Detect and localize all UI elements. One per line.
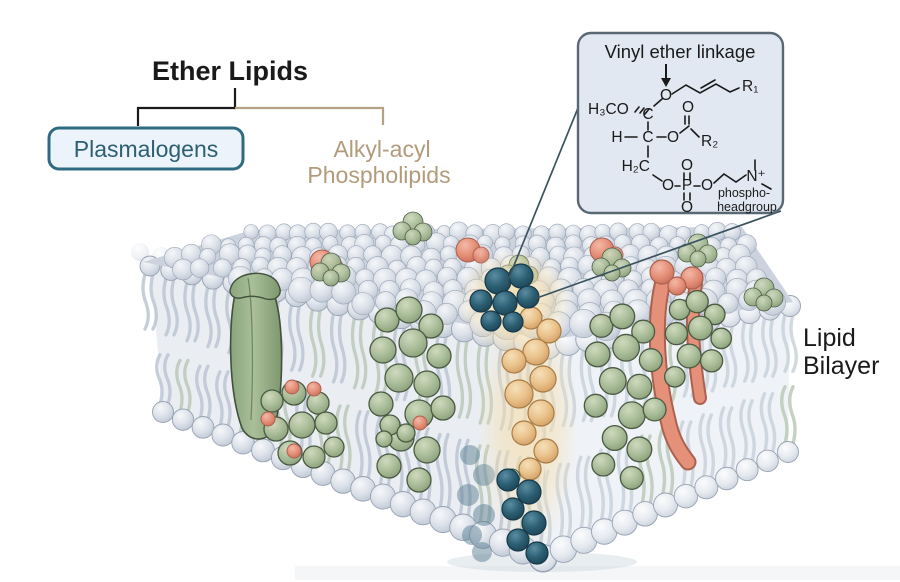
- atom-c1: C: [642, 106, 653, 123]
- green-membrane-protein: [229, 272, 283, 440]
- atom-ester-o: O: [667, 129, 679, 146]
- atom-r1: R₁: [742, 78, 758, 95]
- tree-branch-right: [235, 106, 385, 125]
- atom-o-bottom: O: [681, 199, 693, 216]
- alkyl-acyl-label-line1: Alkyl-acyl: [333, 136, 430, 162]
- atom-o-bridge2: O: [701, 177, 713, 194]
- lipid-bilayer-label-line1: Lipid: [803, 324, 856, 352]
- connector-line-right: [533, 210, 782, 300]
- lipid-bilayer-illustration: [131, 211, 900, 580]
- alkyl-acyl-label-line2: Phospholipids: [307, 162, 450, 188]
- atom-o-bridge1: O: [662, 177, 674, 194]
- atom-r2: R₂: [701, 133, 718, 150]
- lipid-bilayer-label-line2: Bilayer: [803, 352, 879, 380]
- highlighted-plasmalogen-lipid: [457, 250, 578, 565]
- bond-lines: [624, 79, 772, 201]
- atom-o-top: O: [681, 157, 693, 174]
- green-lipid-cluster-d: [663, 289, 733, 388]
- ether-lipids-tree: Ether Lipids Plasmalogens Alkyl-acyl Pho…: [47, 56, 451, 188]
- green-lipid-cluster-b: [583, 303, 667, 490]
- page-title: Ether Lipids: [152, 56, 308, 86]
- atom-n: N⁺: [746, 168, 765, 185]
- callout-connector-lines: [505, 107, 782, 300]
- atom-vinyl-o: O: [660, 87, 672, 104]
- green-lipid-cluster-e: [375, 414, 428, 448]
- atom-h: H: [611, 129, 622, 146]
- inset-box: [576, 31, 785, 215]
- plasmalogens-label: Plasmalogens: [74, 136, 218, 162]
- tree-branch-left: [136, 88, 237, 126]
- atom-labels: H₃CO C O R₁ H C O O R₂ H₂C O P O O O N⁺ …: [588, 78, 777, 216]
- down-arrow-icon: [661, 64, 671, 87]
- inset-title: Vinyl ether linkage: [605, 41, 756, 62]
- phospho-headgroup-label-1: phospho-: [718, 186, 770, 200]
- phospho-headgroup-label-2: headgroup: [717, 200, 777, 214]
- vinyl-ether-inset: Vinyl ether linkage: [576, 31, 785, 216]
- green-lipid-cluster-c: [260, 379, 345, 469]
- chemical-structure: H₃CO C O R₁ H C O O R₂ H₂C O P O O O N⁺ …: [588, 78, 777, 216]
- atom-methoxy: H₃CO: [588, 101, 629, 118]
- atom-c2: C: [642, 129, 653, 146]
- connector-line-left: [505, 107, 579, 286]
- ground-shadow: [295, 552, 900, 580]
- green-lipid-cluster-a: [368, 296, 456, 493]
- atom-ch2: H₂C: [622, 158, 650, 175]
- atom-p: P: [682, 177, 692, 194]
- atom-carbonyl-o: O: [682, 99, 694, 116]
- lipid-bilayer-label: Lipid Bilayer: [803, 324, 879, 380]
- plasmalogens-box: [47, 126, 245, 171]
